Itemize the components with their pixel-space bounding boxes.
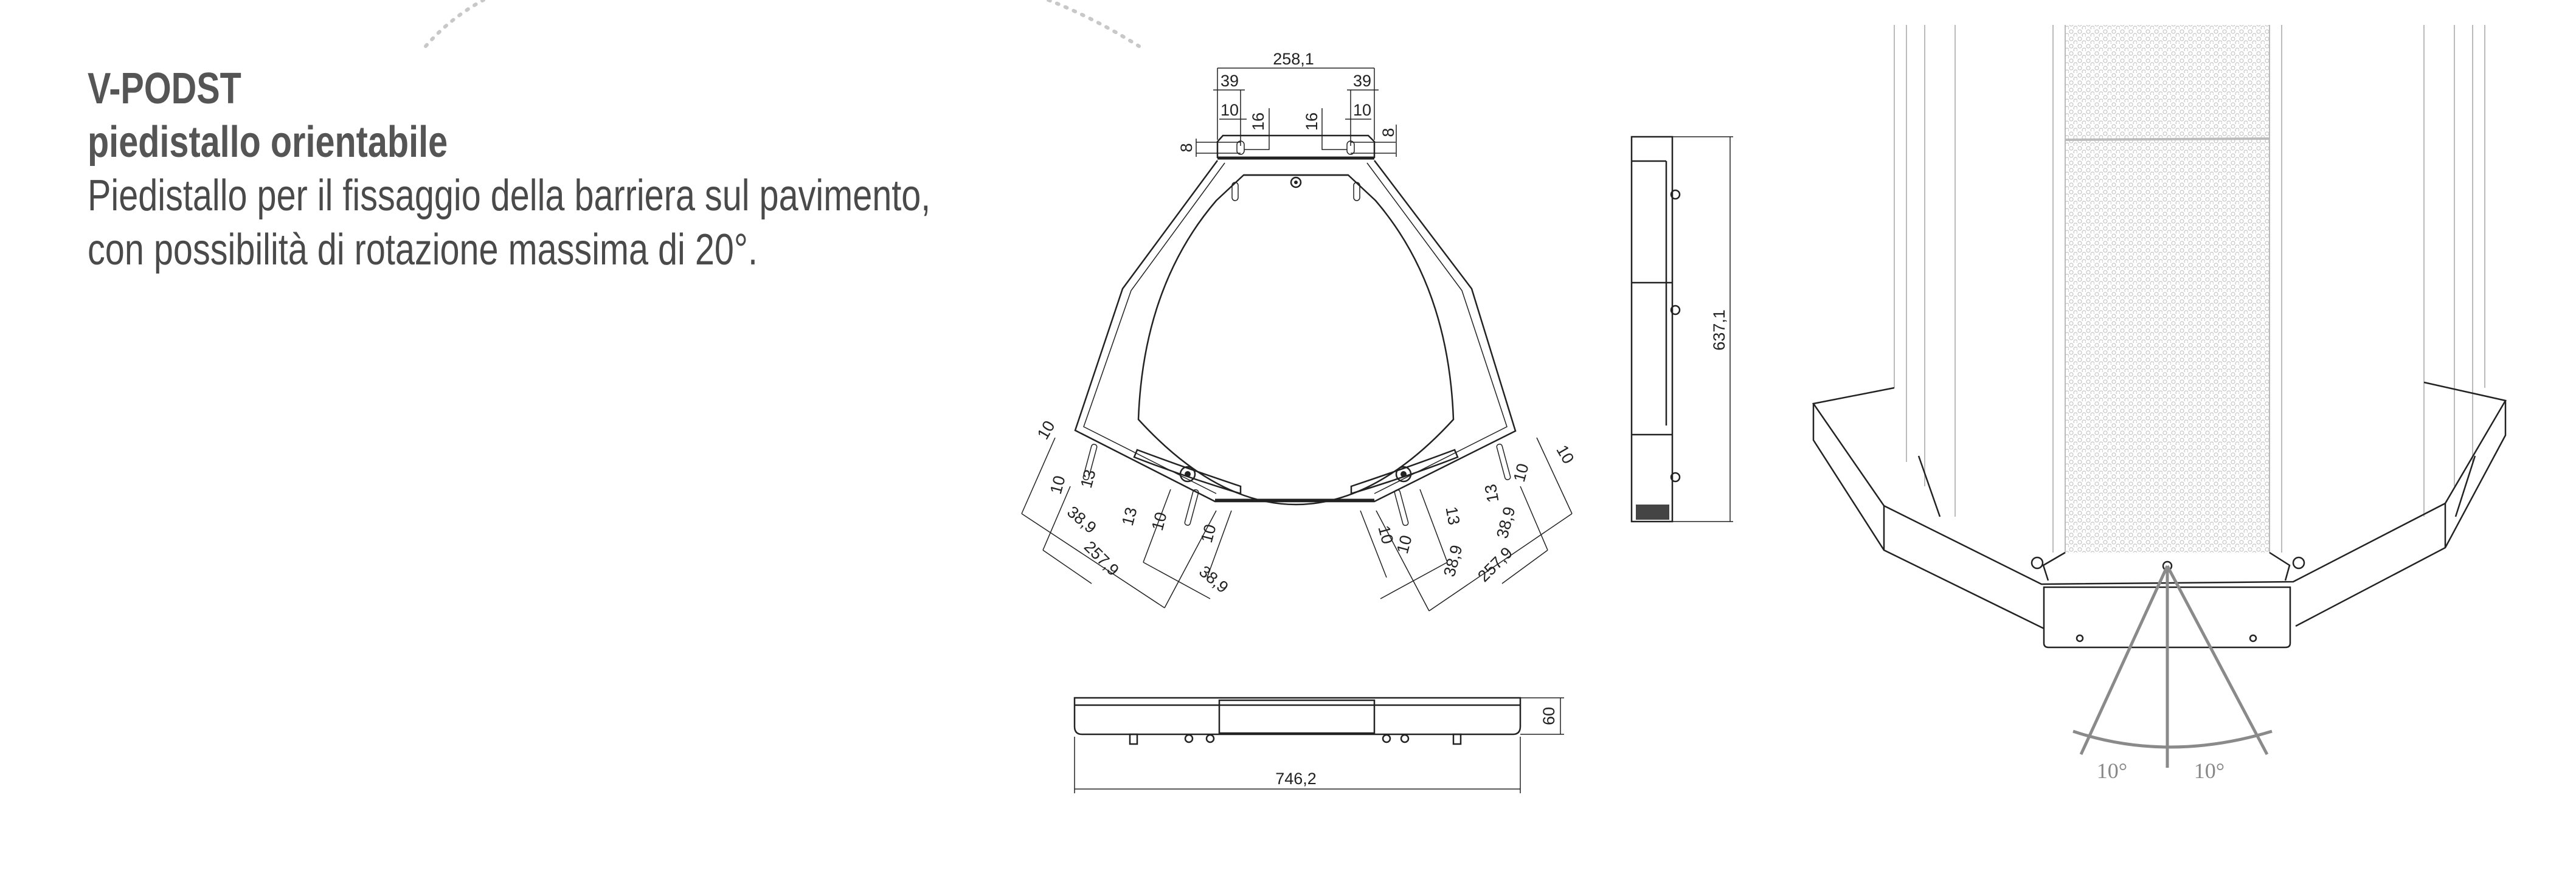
description-line-2: con possibilità di rotazione massima di … — [88, 226, 758, 274]
dim-height: 637,1 — [1710, 309, 1728, 351]
dim-right-wing-7: 38,9 — [1440, 543, 1466, 579]
dim-right-slot-width: 10 — [1353, 101, 1371, 119]
dim-left-wing-4: 257,9 — [1081, 537, 1123, 579]
dim-right-wing-2: 13 — [1481, 483, 1503, 504]
dim-left-wing-6: 10 — [1148, 510, 1171, 532]
angle-label-right: 10° — [2194, 759, 2225, 783]
dim-right-slot-length: 16 — [1303, 112, 1321, 131]
top-view-drawing: 258,1 39 39 10 10 16 16 8 8 10 10 13 38,… — [1021, 50, 1577, 612]
dim-left-wing-3: 38,9 — [1064, 503, 1100, 537]
dim-left-wing-1: 10 — [1047, 474, 1069, 496]
dim-right-wing-3: 13 — [1442, 505, 1463, 526]
dim-left-slot-height: 8 — [1177, 143, 1196, 152]
side-view-drawing: 637,1 — [1630, 136, 1733, 523]
dim-left-wing-7: 10 — [1197, 522, 1220, 545]
dim-left-slot-length: 16 — [1249, 112, 1267, 131]
dim-right-wing-8: 257,9 — [1474, 543, 1516, 585]
dim-right-wing-4: 10 — [1374, 523, 1397, 546]
dim-overall-width: 258,1 — [1273, 50, 1314, 68]
dim-left-wing-2: 13 — [1077, 467, 1099, 490]
dim-right-offset: 39 — [1353, 72, 1371, 90]
dim-left-wing-8: 38,9 — [1196, 562, 1232, 597]
dim-thickness: 60 — [1540, 707, 1558, 725]
angle-label-left: 10° — [2097, 759, 2127, 783]
dim-right-slot-height: 8 — [1379, 128, 1397, 137]
rotation-view-drawing: 10° 10° — [1812, 25, 2507, 783]
product-name: piedistallo orientabile — [88, 118, 448, 167]
product-code: V-PODST — [88, 64, 241, 113]
description-line-1: Piedistallo per il fissaggio della barri… — [88, 171, 931, 220]
dim-right-wing-5: 10 — [1393, 533, 1416, 556]
decorative-dotted-arc-left — [424, 0, 485, 48]
dim-left-wing-5: 13 — [1118, 505, 1141, 528]
dim-left-slot-width: 10 — [1220, 101, 1239, 119]
decorative-dotted-arc-right — [1047, 0, 1141, 48]
dim-right-wing-6: 38,9 — [1493, 505, 1519, 540]
dim-length: 746,2 — [1275, 770, 1317, 788]
front-view-drawing: 746,2 60 — [1073, 697, 1564, 793]
dim-right-wing-1: 10 — [1510, 461, 1532, 484]
dim-left-offset: 39 — [1220, 72, 1239, 90]
dim-right-wing-0: 10 — [1553, 442, 1577, 467]
